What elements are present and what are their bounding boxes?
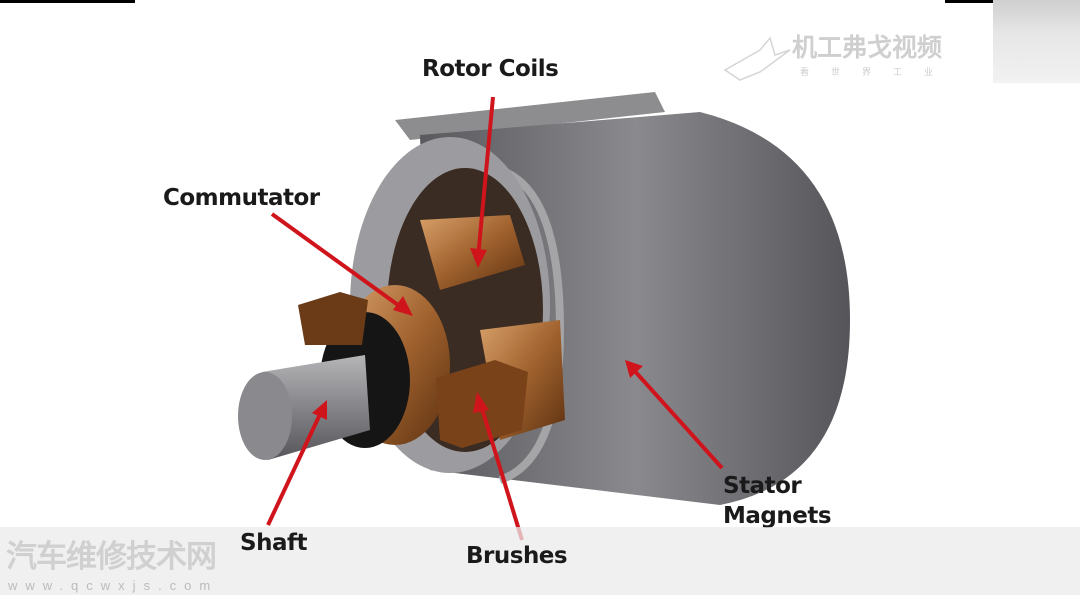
site-watermark: 汽车维修技术网: [6, 539, 217, 574]
blurred-corner: [993, 0, 1080, 83]
arrow-brushes: [478, 401, 524, 541]
label-stator-line1: Stator: [723, 473, 802, 499]
label-shaft: Shaft: [240, 530, 307, 556]
arrow-shaft: [266, 409, 324, 526]
label-brushes: Brushes: [466, 543, 568, 569]
arrowhead-shaft: [312, 400, 327, 420]
arrow-rotor-coils: [476, 96, 495, 259]
brand-sub-watermark: 看世界工业: [800, 67, 956, 77]
arrow-stator: [630, 366, 724, 470]
arrowhead-rotor: [470, 248, 487, 268]
shaft-end: [238, 372, 292, 460]
site-url-watermark: www.qcwxjs.com: [8, 578, 219, 593]
stator-back-tab: [395, 92, 665, 140]
top-bar-right: [945, 0, 993, 3]
top-bar-left: [0, 0, 135, 3]
bird-logo-icon: [723, 36, 791, 81]
brush-upper: [298, 292, 368, 345]
label-commutator: Commutator: [163, 185, 320, 211]
arrow-commutator: [270, 212, 407, 312]
arrowhead-brushes: [473, 392, 489, 413]
brand-watermark: 机工弗戈视频: [792, 34, 943, 62]
label-stator-line2: Magnets: [723, 503, 832, 529]
watermark-band: [0, 527, 1080, 595]
label-rotor-coils: Rotor Coils: [422, 56, 559, 82]
arrowhead-commutator: [393, 296, 413, 316]
arrowhead-stator: [625, 360, 643, 378]
